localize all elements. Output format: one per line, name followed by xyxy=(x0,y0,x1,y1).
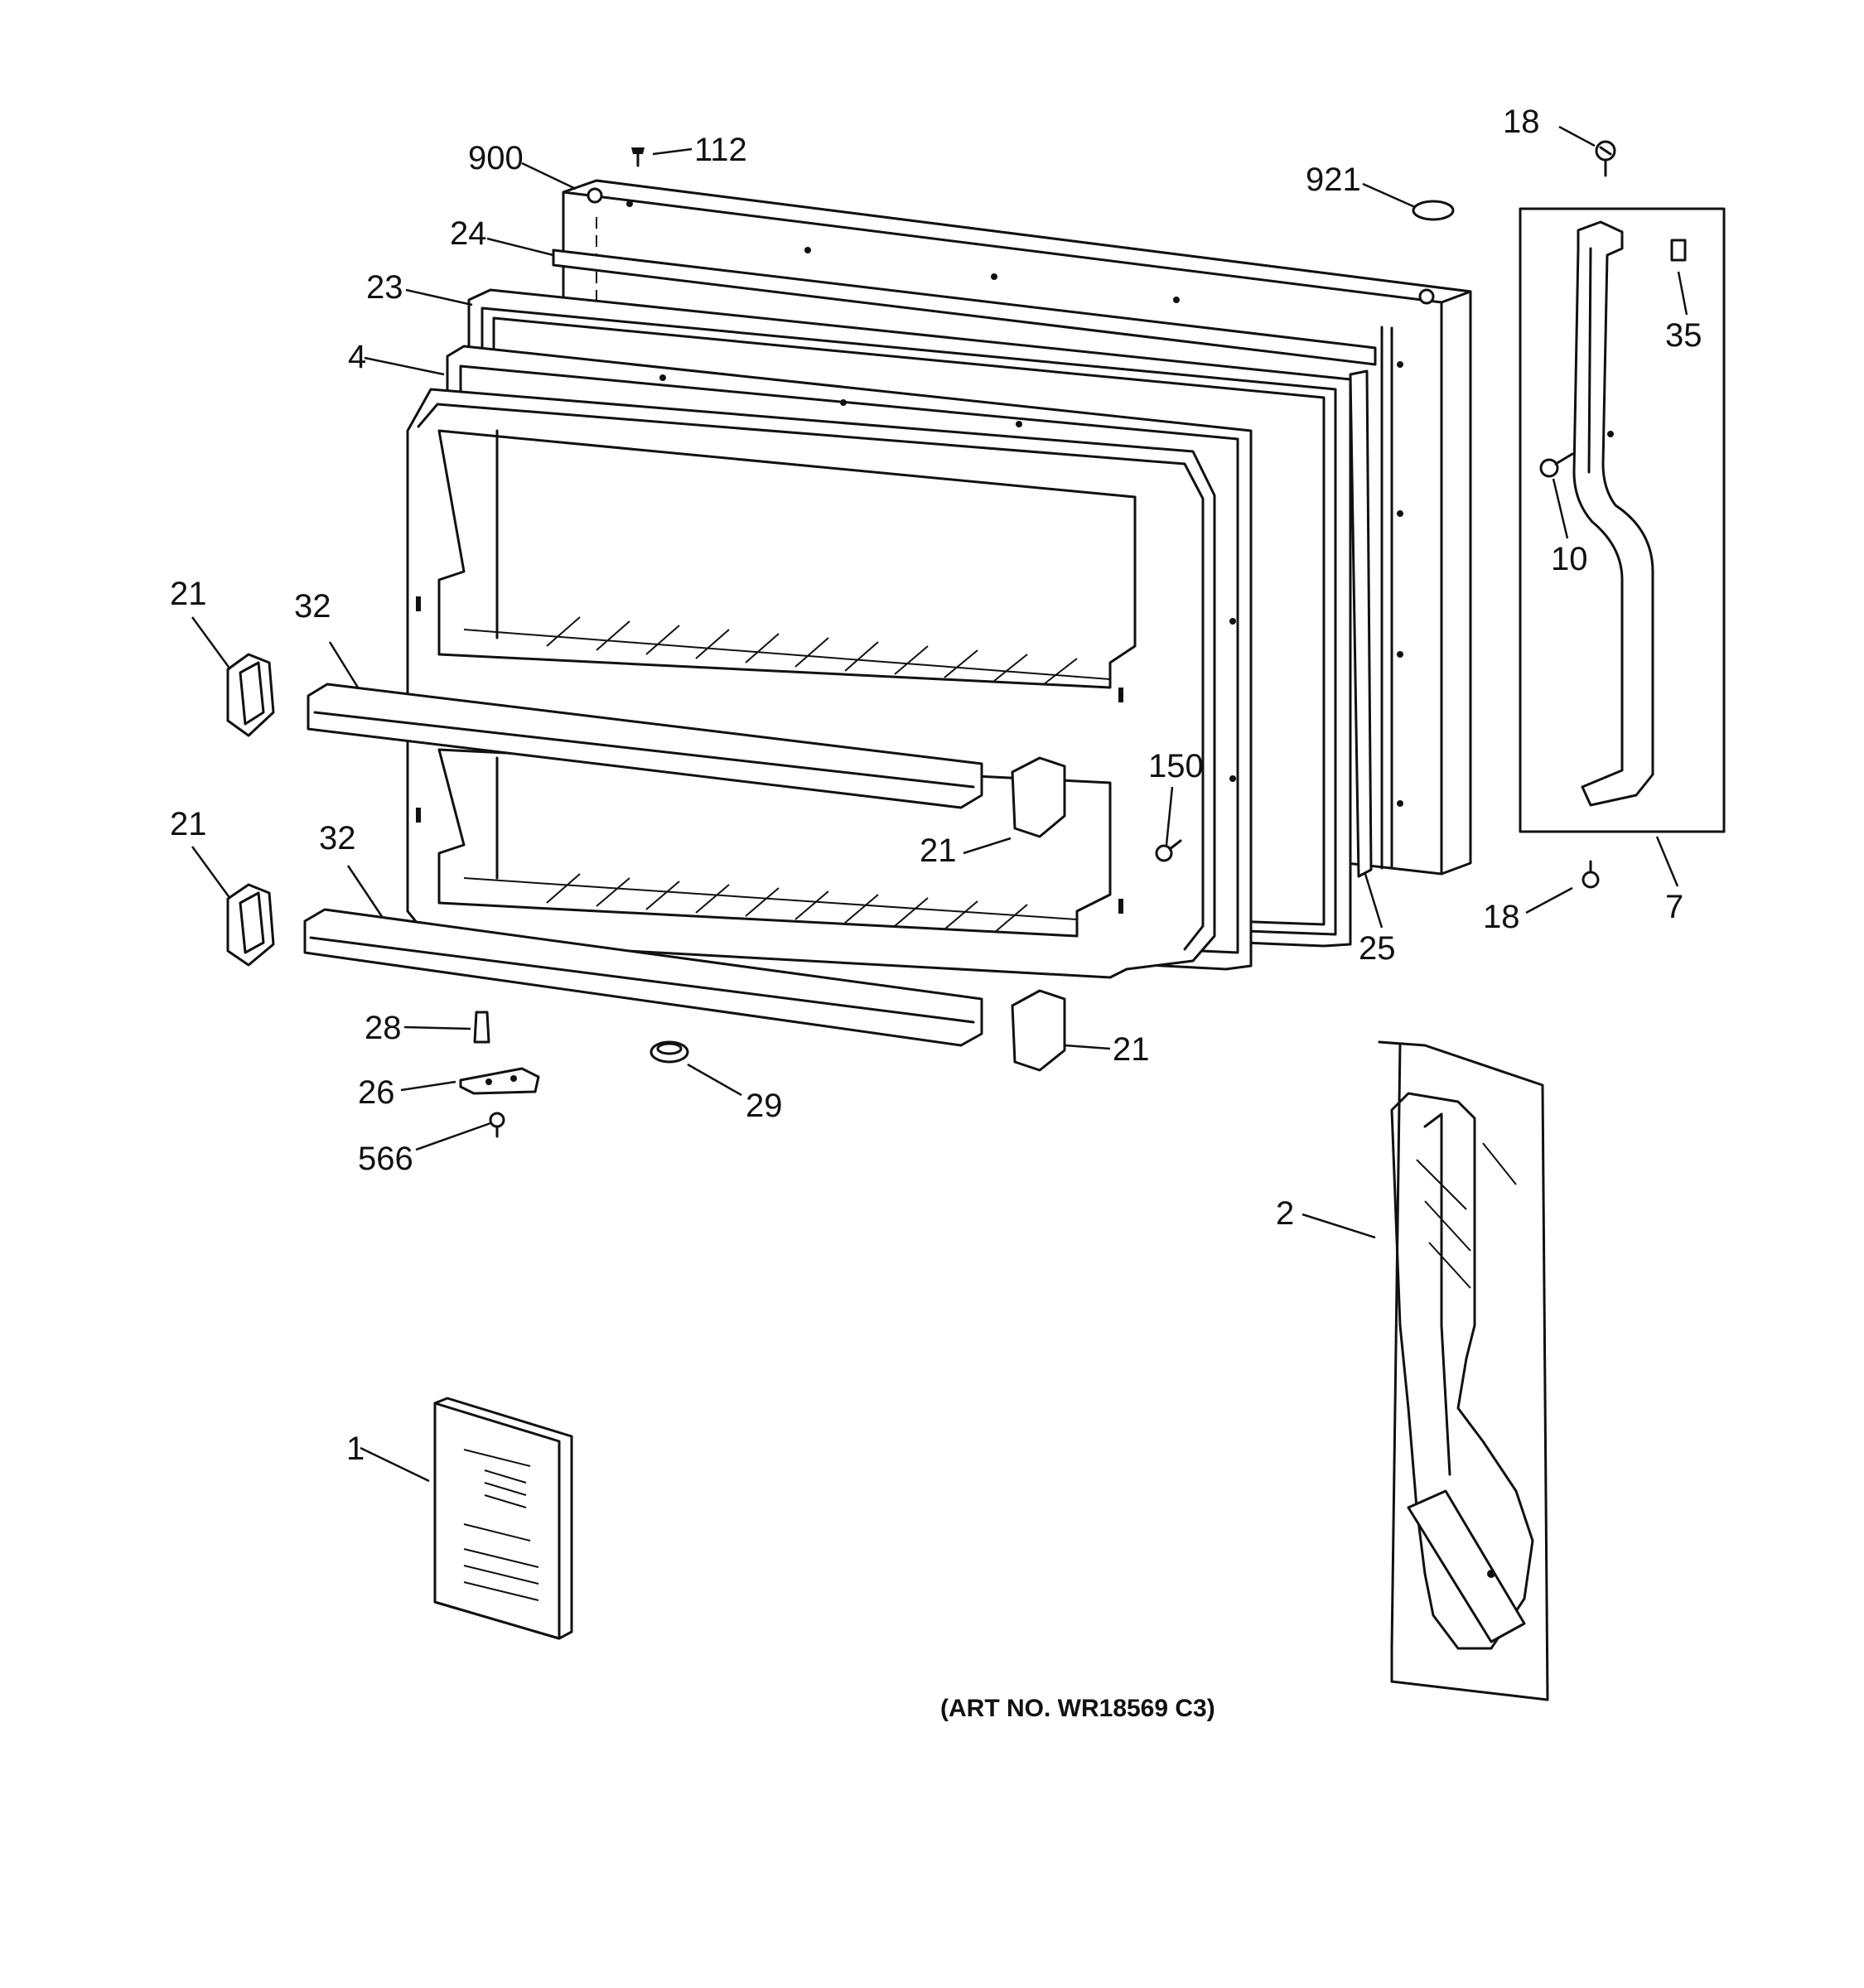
callout-18-top: 18 xyxy=(1503,104,1540,140)
screw-566 xyxy=(489,1112,505,1138)
callout-21-d: 21 xyxy=(1113,1031,1150,1068)
callout-26: 26 xyxy=(358,1074,395,1111)
rail-end-cap-upper-left xyxy=(226,653,275,737)
plug-921 xyxy=(1412,200,1455,221)
callout-32-b: 32 xyxy=(319,820,356,856)
callout-921: 921 xyxy=(1306,162,1361,198)
callout-1: 1 xyxy=(346,1431,365,1467)
bumper-29 xyxy=(650,1040,689,1064)
door-gasket-strip-25 xyxy=(1349,369,1373,878)
callout-18-bottom: 18 xyxy=(1483,899,1520,935)
use-and-care-booklet xyxy=(433,1397,573,1640)
screw-10 xyxy=(1539,452,1574,478)
callout-23: 23 xyxy=(366,269,403,306)
callout-32-a: 32 xyxy=(294,588,331,625)
packaged-handle xyxy=(1378,1040,1549,1701)
callout-21-c: 21 xyxy=(170,806,207,842)
rail-end-cap-upper-right xyxy=(1011,756,1066,838)
door-rail-lower xyxy=(303,908,983,1047)
spacer-28 xyxy=(473,1011,490,1044)
callout-29: 29 xyxy=(746,1088,783,1124)
callout-2: 2 xyxy=(1276,1195,1294,1232)
callout-28: 28 xyxy=(365,1010,402,1046)
screw-18-bottom xyxy=(1582,860,1600,889)
door-rail-upper xyxy=(307,683,983,809)
callout-10: 10 xyxy=(1551,541,1588,577)
callout-labels: 900 112 921 18 24 23 4 35 10 21 32 150 2… xyxy=(170,104,1702,1722)
screw-150 xyxy=(1155,839,1182,862)
callout-150: 150 xyxy=(1148,748,1204,784)
callout-112: 112 xyxy=(694,132,747,168)
rail-end-cap-lower-left xyxy=(226,883,275,967)
callout-24: 24 xyxy=(450,215,487,252)
art-number: (ART NO. WR18569 C3) xyxy=(940,1695,1215,1722)
leader-lines xyxy=(191,125,1688,1483)
callout-4: 4 xyxy=(348,339,366,375)
callout-7: 7 xyxy=(1665,889,1683,925)
hinge-plate-26 xyxy=(459,1067,540,1095)
screw-18-top xyxy=(1595,140,1616,177)
screw-112 xyxy=(631,147,645,167)
inner-door-liner xyxy=(406,388,1216,979)
rail-end-cap-lower-right xyxy=(1011,989,1066,1072)
callout-900: 900 xyxy=(468,140,524,176)
callout-566: 566 xyxy=(358,1141,413,1177)
callout-25: 25 xyxy=(1359,930,1396,967)
callout-21-b: 21 xyxy=(920,832,957,869)
handle-assembly-box xyxy=(1519,207,1726,833)
callout-35: 35 xyxy=(1665,317,1702,354)
callout-21-a: 21 xyxy=(170,576,207,612)
